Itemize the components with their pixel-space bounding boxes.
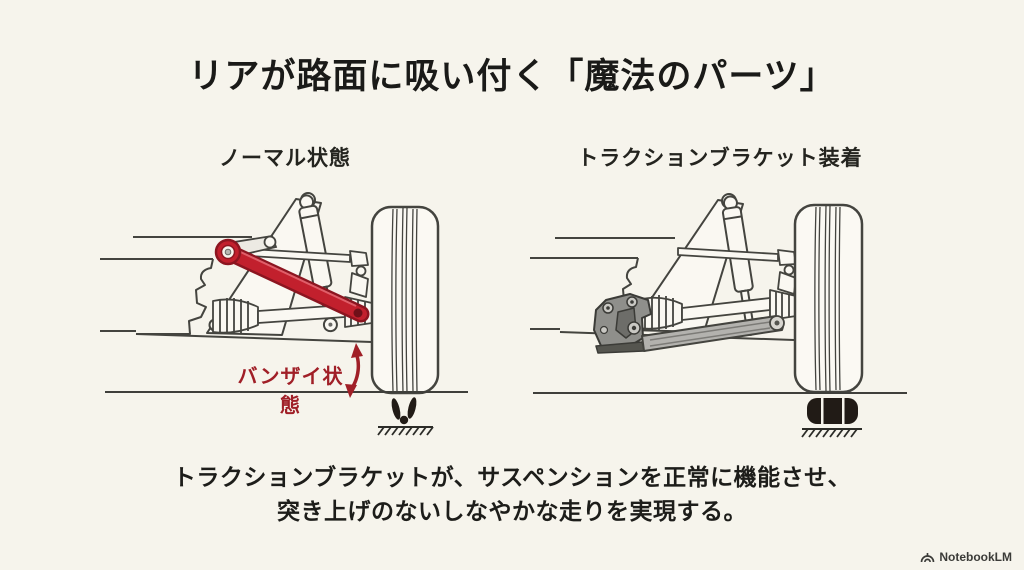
- chassis-frame: [100, 236, 373, 343]
- left-suspension-diagram: [100, 192, 468, 436]
- full-contact-patch-icon: [807, 398, 858, 424]
- traction-bracket: [593, 293, 652, 354]
- right-suspension-diagram: [530, 193, 907, 438]
- tie-rod: [677, 247, 797, 295]
- tire: [370, 205, 440, 395]
- right-panel-label: トラクションブラケット装着: [577, 147, 863, 170]
- up-down-arrow-icon: [345, 343, 363, 398]
- left-panel-label: ノーマル状態: [219, 147, 351, 170]
- banzai-annotation: バンザイ状態: [237, 366, 344, 417]
- caption-line-1: トラクションブラケットが、サスペンションを正常に機能させ、: [172, 464, 852, 490]
- caption-line-2: 突き上げのないしなやかな走りを実現する。: [277, 498, 747, 524]
- page-title: リアが路面に吸い付く「魔法のパーツ」: [188, 56, 836, 97]
- tire: [793, 203, 864, 394]
- tie-rod: [249, 248, 369, 298]
- caption: トラクションブラケットが、サスペンションを正常に機能させ、 突き上げのないしなや…: [0, 460, 1024, 528]
- notebooklm-icon: [921, 552, 935, 562]
- branding: NotebookLM: [920, 550, 1012, 564]
- lower-arm: [641, 315, 785, 352]
- ground-hatching: [801, 428, 862, 438]
- branding-text: NotebookLM: [939, 550, 1012, 564]
- small-contact-patch-icon: [391, 397, 417, 425]
- ground-hatching: [377, 426, 434, 436]
- lower-control-arm-red: [214, 234, 370, 323]
